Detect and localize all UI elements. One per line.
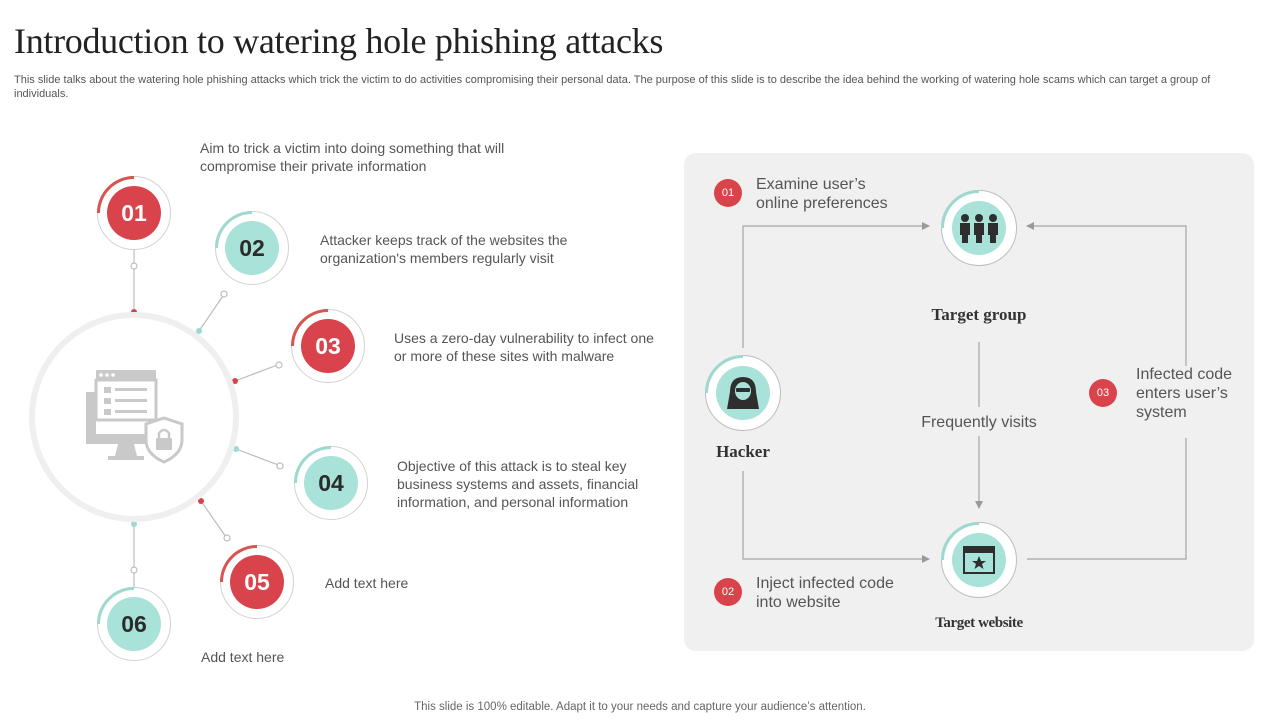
- step-03-text: Uses a zero-day vulnerability to infect …: [394, 330, 654, 364]
- step-03-circle: 03: [275, 293, 381, 399]
- flow-step-03-text: Infected code enters user’s system: [1136, 366, 1233, 421]
- step-05-circle: 05: [204, 529, 310, 635]
- group-of-people-icon: [960, 214, 998, 243]
- step-02-text: Attacker keeps track of the websites the…: [320, 232, 568, 266]
- flow-step-01-badge: 01: [714, 179, 742, 207]
- page-subtitle: This slide talks about the watering hole…: [14, 74, 1211, 100]
- step-number: 06: [107, 597, 161, 651]
- target-website-label: Target website: [935, 615, 1023, 631]
- step-number: 01: [107, 186, 161, 240]
- flow-arrows: [742, 222, 1187, 563]
- step-04-circle: 04: [278, 430, 384, 536]
- step-06-text: Add text here: [201, 649, 285, 665]
- step-02-circle: 02: [199, 195, 305, 301]
- step-connectors: [130, 250, 284, 588]
- target-group-label: Target group: [931, 305, 1027, 324]
- hacker-label: Hacker: [716, 442, 770, 461]
- step-05-text: Add text here: [325, 575, 409, 591]
- page-title: Introduction to watering hole phishing a…: [14, 21, 664, 61]
- step-number: 05: [230, 555, 284, 609]
- step-01-text: Aim to trick a victim into doing somethi…: [200, 140, 505, 174]
- hacker-node: [689, 339, 797, 447]
- central-hub: [29, 312, 239, 522]
- computer-checklist-lock-icon: [86, 370, 184, 464]
- target-group-node: [925, 174, 1033, 282]
- step-04-text: Objective of this attack is to steal key…: [397, 458, 639, 510]
- frequently-visits-label: Frequently visits: [921, 414, 1037, 431]
- browser-star-icon: [963, 546, 995, 574]
- flow-step-03-badge: 03: [1089, 379, 1117, 407]
- flow-step-02-badge: 02: [714, 578, 742, 606]
- step-number: 04: [304, 456, 358, 510]
- hooded-hacker-icon: [727, 377, 759, 409]
- step-number: 02: [225, 221, 279, 275]
- flow-step-01-text: Examine user’s online preferences: [756, 176, 888, 212]
- footer-note: This slide is 100% editable. Adapt it to…: [414, 701, 866, 713]
- flow-step-02-text: Inject infected code into website: [756, 575, 894, 611]
- step-01-circle: 01: [81, 160, 187, 266]
- target-website-node: [925, 506, 1033, 614]
- step-06-circle: 06: [81, 571, 187, 677]
- step-number: 03: [301, 319, 355, 373]
